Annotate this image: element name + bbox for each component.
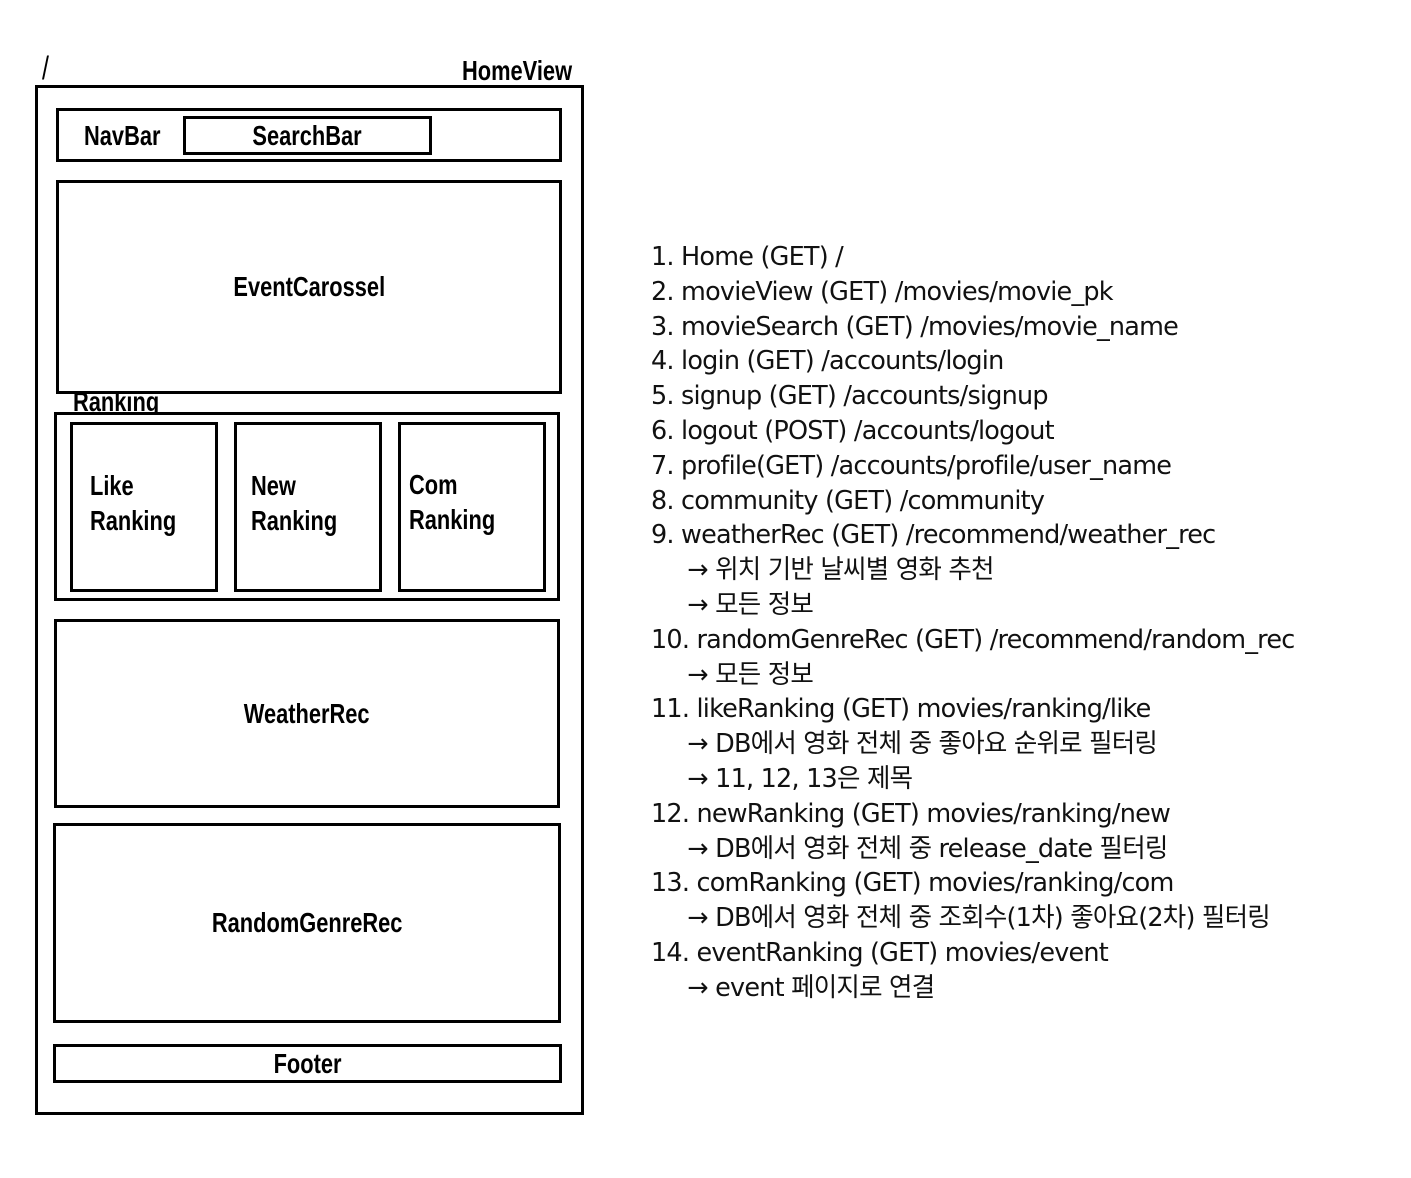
route-note-item: 2. movieView (GET) /movies/movie_pk [651,276,1114,307]
random-genre-rec-box: RandomGenreRec [53,823,561,1023]
weather-rec-label: WeatherRec [244,697,370,729]
route-note-item: 3. movieSearch (GET) /movies/movie_name [651,311,1179,342]
route-note-detail: → 위치 기반 날씨별 영화 추천 [687,555,994,586]
route-note-item: 8. community (GET) /community [651,485,1045,516]
com-ranking-card [398,422,546,592]
route-note-item: 14. eventRanking (GET) movies/event [651,937,1109,968]
event-carousel-box: EventCarossel [56,180,562,394]
navbar-label: NavBar [84,120,161,151]
route-note-detail: → DB에서 영화 전체 중 좋아요 순위로 필터링 [687,729,1158,760]
like-ranking-line2: Ranking [90,505,177,536]
new-ranking-line2: Ranking [251,505,338,536]
route-path-label: / [42,50,49,86]
ranking-section-label: Ranking [73,386,160,417]
route-note-item: 5. signup (GET) /accounts/signup [651,381,1049,412]
event-carousel-label: EventCarossel [233,271,385,302]
route-note-detail: → 모든 정보 [687,589,814,620]
like-ranking-line1: Like [90,470,134,501]
random-genre-rec-label: RandomGenreRec [211,907,403,938]
route-notes-list: 1. Home (GET) / 2. movieView (GET) /movie… [651,240,1308,1006]
route-note-detail: → 모든 정보 [687,659,814,690]
footer-box: Footer [53,1044,562,1083]
route-note-item: 1. Home (GET) / [651,242,844,272]
com-ranking-line2: Ranking [409,504,496,535]
route-note-item: 7. profile(GET) /accounts/profile/user_n… [651,450,1172,481]
footer-label: Footer [273,1047,342,1079]
searchbar-label: SearchBar [252,119,363,151]
like-ranking-card [70,422,218,592]
route-note-detail: → DB에서 영화 전체 중 release_date 필터링 [687,833,1168,864]
new-ranking-card [234,422,382,592]
route-note-item: 12. newRanking (GET) movies/ranking/new [651,798,1171,829]
route-note-item: 11. likeRanking (GET) movies/ranking/lik… [651,694,1151,725]
route-note-detail: → DB에서 영화 전체 중 조회수(1차) 좋아요(2차) 필터링 [687,903,1270,934]
route-note-item: 10. randomGenreRec (GET) /recommend/rand… [651,624,1295,655]
route-note-item: 13. comRanking (GET) movies/ranking/com [651,868,1174,899]
route-note-detail: → 11, 12, 13은 제목 [687,763,913,794]
route-note-item: 6. logout (POST) /accounts/logout [651,415,1055,446]
route-note-detail: → event 페이지로 연결 [687,972,935,1003]
weather-rec-box: WeatherRec [54,619,560,808]
route-note-item: 9. weatherRec (GET) /recommend/weather_r… [651,520,1216,551]
route-note-item: 4. login (GET) /accounts/login [651,346,1004,377]
view-title: HomeView [462,55,573,86]
new-ranking-line1: New [251,470,296,501]
searchbar-box: SearchBar [183,116,432,155]
com-ranking-line1: Com [409,469,458,500]
